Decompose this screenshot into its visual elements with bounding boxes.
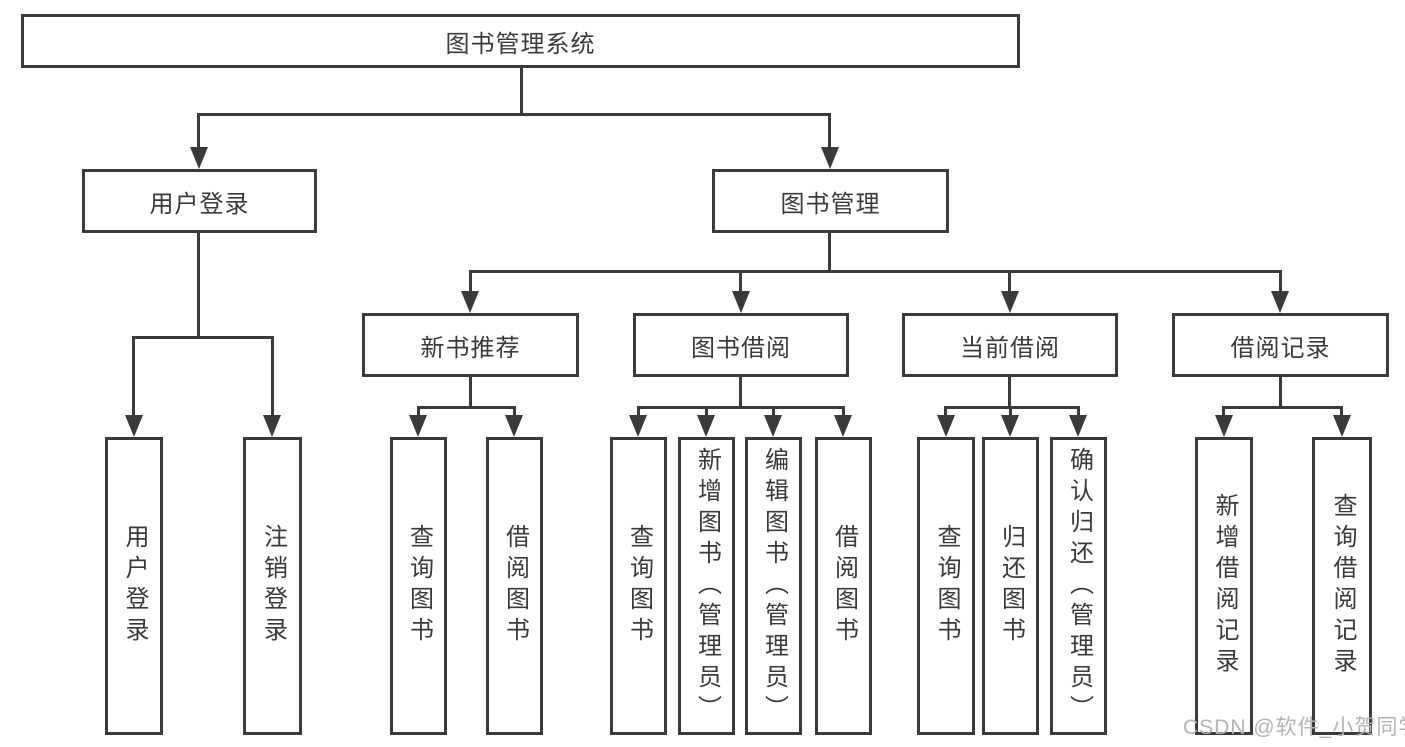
arrowhead-icon [697,415,715,437]
leaf-edit-book-admin: 编辑图书（管理员） [745,437,802,735]
edge-stem [1222,406,1225,415]
leaf-query-books-recommend: 查询图书 [390,437,447,735]
node-label: 新书推荐 [420,334,521,362]
edge-bus [944,406,1080,409]
edge-stem [417,406,420,415]
leaf-add-borrow-record: 新增借阅记录 [1195,437,1253,735]
edge-bookmgmt-bus [469,270,1282,273]
node-library-system: 图书管理系统 [21,14,1020,68]
node-new-book-recommend: 新书推荐 [362,313,579,377]
edge-drop [739,377,742,406]
edge-stem [1009,406,1012,415]
leaf-query-books-borrow: 查询图书 [610,437,667,735]
leaf-label: 查询图书 [405,524,433,648]
arrowhead-icon [190,147,208,169]
edge-root-drop [520,68,523,113]
leaf-label: 注销登录 [259,524,287,648]
leaf-label: 新增图书（管理员） [693,446,721,726]
edge-stem [197,113,200,147]
edge-stem [1279,270,1282,291]
arrowhead-icon [937,415,955,437]
arrowhead-icon [1001,415,1019,437]
node-label: 当前借阅 [960,334,1060,362]
edge-stem [1008,270,1011,291]
leaf-logout: 注销登录 [243,437,302,735]
leaf-label: 借阅图书 [830,524,858,648]
edge-stem [637,406,640,415]
edge-drop [1008,377,1011,406]
edge-stem [513,406,516,415]
leaf-label: 编辑图书（管理员） [760,446,788,726]
node-label: 图书管理系统 [445,30,596,58]
leaf-label: 用户登录 [121,524,148,648]
leaf-label: 归还图书 [997,524,1025,648]
edge-bus [417,406,516,409]
node-current-borrow: 当前借阅 [902,313,1118,377]
node-borrow-records: 借阅记录 [1172,313,1389,377]
arrowhead-icon [1215,415,1233,437]
node-label: 用户登录 [149,190,250,218]
leaf-label: 确认归还（管理员） [1065,446,1093,726]
leaf-label: 新增借阅记录 [1211,493,1238,679]
edge-stem [705,406,708,415]
leaf-label: 借阅图书 [501,524,529,648]
leaf-borrow-books: 借阅图书 [815,437,872,735]
arrowhead-icon [1069,415,1087,437]
node-book-management: 图书管理 [712,169,949,233]
leaf-label: 查询图书 [625,524,653,648]
edge-stem [842,406,845,415]
csdn-watermark: CSDN @软件_小贺同学 [1183,716,1405,739]
leaf-add-book-admin: 新增图书（管理员） [678,437,735,735]
arrowhead-icon [821,147,839,169]
edge-stem [469,270,472,291]
edge-stem [132,336,135,415]
leaf-user-login: 用户登录 [105,437,163,735]
edge-bus [1222,406,1343,409]
arrowhead-icon [764,415,782,437]
edge-stem [1077,406,1080,415]
arrowhead-icon [125,415,143,437]
arrowhead-icon [629,415,647,437]
edge-drop [1279,377,1282,406]
arrowhead-icon [505,415,523,437]
arrowhead-icon [834,415,852,437]
leaf-query-books-current: 查询图书 [917,437,975,735]
edge-root-bus [197,113,831,116]
edge-stem [271,336,274,415]
arrowhead-icon [1271,291,1289,313]
node-label: 图书借阅 [691,334,791,362]
edge-stem [828,113,831,147]
arrowhead-icon [409,415,427,437]
node-user-login: 用户登录 [82,169,317,233]
arrowhead-icon [461,291,479,313]
edge-bookmgmt-drop [828,233,831,271]
leaf-borrow-books-recommend: 借阅图书 [486,437,543,735]
edge-stem [739,270,742,291]
edge-drop [469,377,472,406]
node-book-borrow: 图书借阅 [633,313,849,377]
edge-stem [944,406,947,415]
leaf-label: 查询借阅记录 [1329,493,1356,679]
edge-stem [1340,406,1343,415]
arrowhead-icon [1001,291,1019,313]
leaf-confirm-return-admin: 确认归还（管理员） [1050,437,1107,735]
edge-userlogin-drop [197,233,200,336]
arrowhead-icon [263,415,281,437]
arrowhead-icon [732,291,750,313]
arrowhead-icon [1333,415,1351,437]
edge-stem [772,406,775,415]
edge-userlogin-bus [133,336,274,339]
node-label: 图书管理 [780,190,881,218]
edge-bus [637,406,845,409]
node-label: 借阅记录 [1230,334,1331,362]
leaf-label: 查询图书 [933,524,960,648]
leaf-query-borrow-record: 查询借阅记录 [1312,437,1372,735]
leaf-return-book: 归还图书 [982,437,1039,735]
